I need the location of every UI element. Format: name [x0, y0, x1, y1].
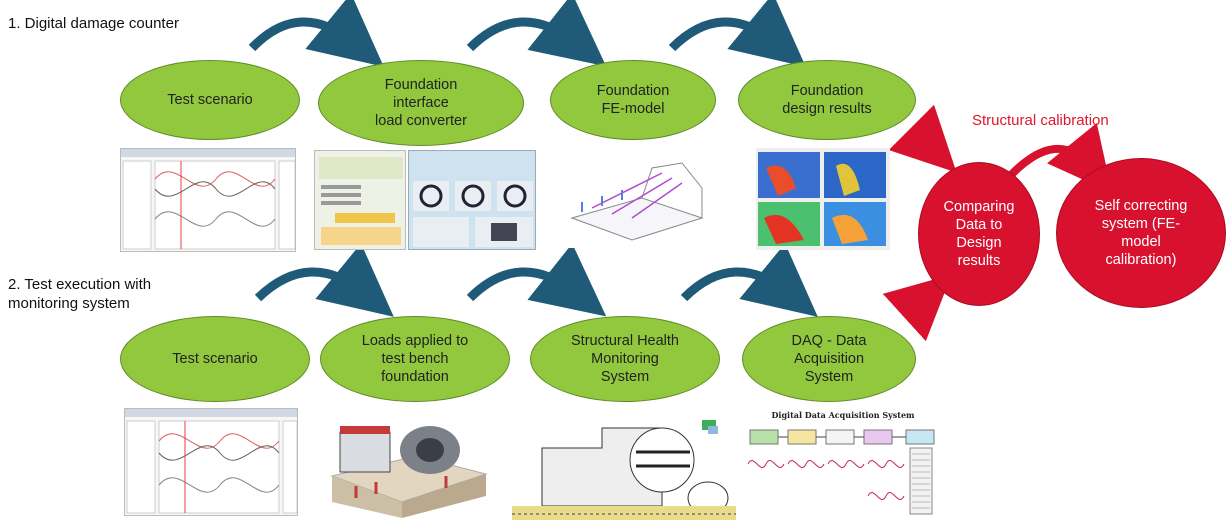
arrow-row1-2 [466, 0, 607, 67]
node-daq-system: DAQ - Data Acquisition System [742, 316, 916, 402]
arrow-row1-1 [248, 0, 384, 67]
load-converter-spreadsheet [314, 150, 406, 250]
test-scenario-software-screenshot-1 [120, 148, 296, 252]
node-self-correcting: Self correcting system (FE- model calibr… [1056, 158, 1226, 308]
calibration-title: Structural calibration [972, 112, 1109, 129]
node-test-scenario-1: Test scenario [120, 60, 300, 140]
daq-figure: Digital Data Acquisition System [744, 408, 942, 520]
section1-heading: 1. Digital damage counter [8, 15, 179, 32]
calibration-arrow [1007, 122, 1113, 193]
node-load-converter: Foundation interface load converter [318, 60, 524, 146]
red-arrow-down [888, 104, 957, 173]
arrow-row1-3 [668, 0, 806, 67]
test-bench-3d-model [326, 406, 492, 518]
fe-model-sketch [552, 148, 710, 248]
design-results-contour-plots [756, 148, 890, 250]
arrow-row2-1 [254, 243, 394, 317]
section2-heading: 2. Test execution with monitoring system [8, 276, 152, 312]
node-test-scenario-2: Test scenario [120, 316, 310, 402]
daq-figure-title: Digital Data Acquisition System [771, 410, 915, 420]
shm-sensor-schematic [512, 408, 736, 520]
node-loads-applied: Loads applied to test bench foundation [320, 316, 510, 402]
node-fe-model: Foundation FE-model [550, 60, 716, 140]
red-arrow-up [882, 274, 952, 342]
node-comparing-data: Comparing Data to Design results [918, 162, 1040, 306]
node-design-results: Foundation design results [738, 60, 916, 140]
node-shm-system: Structural Health Monitoring System [530, 316, 720, 402]
arrow-row2-3 [680, 243, 818, 317]
arrow-row2-2 [466, 243, 607, 317]
test-scenario-software-screenshot-2 [124, 408, 298, 516]
foundation-interface-drawings [408, 150, 536, 250]
